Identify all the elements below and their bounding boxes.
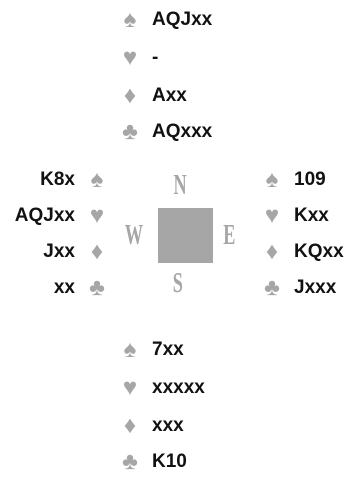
east-diamonds-line: ♦ KQxx	[260, 234, 344, 270]
east-clubs: Jxxx	[294, 277, 337, 298]
south-hearts-line: ♥ xxxxx	[118, 370, 205, 406]
spade-icon: ♠	[265, 166, 279, 193]
south-hearts: xxxxx	[152, 377, 205, 398]
west-hearts-line: AQJxx ♥	[15, 198, 109, 234]
north-hearts-line: ♥ -	[118, 40, 158, 76]
diamond-icon: ♦	[265, 238, 279, 265]
north-clubs: AQxxx	[152, 121, 213, 142]
east-spades: 109	[294, 169, 326, 190]
south-clubs: K10	[152, 451, 187, 472]
diamond-icon: ♦	[90, 238, 104, 265]
compass-west-label: W	[124, 220, 144, 251]
south-diamonds: xxx	[152, 415, 184, 436]
north-clubs-line: ♣ AQxxx	[118, 114, 212, 150]
heart-icon: ♥	[122, 44, 138, 71]
club-icon: ♣	[89, 274, 105, 301]
west-spades-line: K8x ♠	[40, 162, 109, 198]
diamond-icon: ♦	[123, 412, 137, 439]
west-spades: K8x	[40, 169, 75, 190]
east-hearts-line: ♥ Kxx	[260, 198, 329, 234]
club-icon: ♣	[122, 448, 138, 475]
club-icon: ♣	[264, 274, 280, 301]
north-diamonds-line: ♦ Axx	[118, 78, 187, 114]
south-clubs-line: ♣ K10	[118, 444, 187, 480]
heart-icon: ♥	[264, 202, 280, 229]
table-square	[158, 208, 213, 263]
south-spades-line: ♠ 7xx	[118, 332, 184, 368]
south-diamonds-line: ♦ xxx	[118, 408, 184, 444]
north-diamonds: Axx	[152, 85, 187, 106]
compass-east-label: E	[223, 220, 236, 251]
east-clubs-line: ♣ Jxxx	[260, 270, 336, 306]
west-diamonds-line: Jxx ♦	[43, 234, 109, 270]
north-spades: AQJxx	[152, 9, 213, 30]
compass-north-label: N	[173, 170, 187, 201]
east-hearts: Kxx	[294, 205, 329, 226]
west-hearts: AQJxx	[14, 205, 75, 226]
spade-icon: ♠	[90, 166, 104, 193]
diamond-icon: ♦	[123, 82, 137, 109]
south-spades: 7xx	[152, 339, 184, 360]
spade-icon: ♠	[123, 6, 137, 33]
west-diamonds: Jxx	[43, 241, 75, 262]
north-spades-line: ♠ AQJxx	[118, 2, 213, 38]
west-clubs: xx	[53, 277, 75, 298]
north-hearts: -	[152, 47, 159, 68]
heart-icon: ♥	[122, 374, 138, 401]
east-spades-line: ♠ 109	[260, 162, 326, 198]
east-diamonds: KQxx	[294, 241, 344, 262]
compass-south-label: S	[172, 268, 183, 299]
heart-icon: ♥	[89, 202, 105, 229]
spade-icon: ♠	[123, 336, 137, 363]
compass-table: N W E S	[120, 170, 240, 302]
club-icon: ♣	[122, 118, 138, 145]
west-clubs-line: xx ♣	[54, 270, 109, 306]
